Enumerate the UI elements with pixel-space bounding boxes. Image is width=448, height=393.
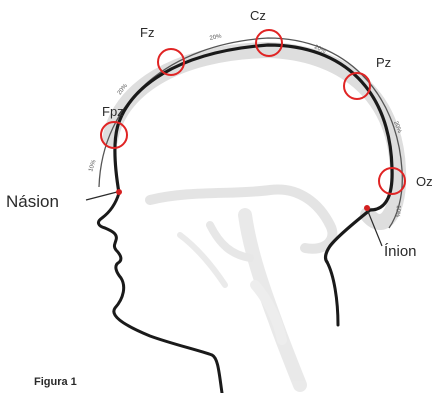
nasion-pointer: [86, 192, 117, 200]
inion-dot: [364, 205, 370, 211]
percent-nasion-fpz: 10%: [88, 159, 98, 173]
percent-oz-inion: 10%: [394, 205, 401, 218]
measurement-arc: [99, 38, 402, 228]
neck-back: [327, 262, 338, 325]
percent-fz-cz: 20%: [209, 33, 223, 42]
electrode-cz-label: Cz: [250, 8, 266, 23]
nasion-label: Násion: [6, 192, 59, 211]
face-profile: [98, 193, 222, 393]
electrode-pz-label: Pz: [376, 55, 391, 70]
figure-caption: Figura 1: [34, 376, 77, 388]
skull-shading: [150, 189, 332, 385]
electrode-fpz-label: Fpz: [102, 104, 124, 119]
nasion-dot: [116, 189, 122, 195]
electrode-oz-label: Oz: [416, 174, 433, 189]
inion-label: Ínion: [384, 243, 417, 260]
electrode-fz-label: Fz: [140, 25, 154, 40]
